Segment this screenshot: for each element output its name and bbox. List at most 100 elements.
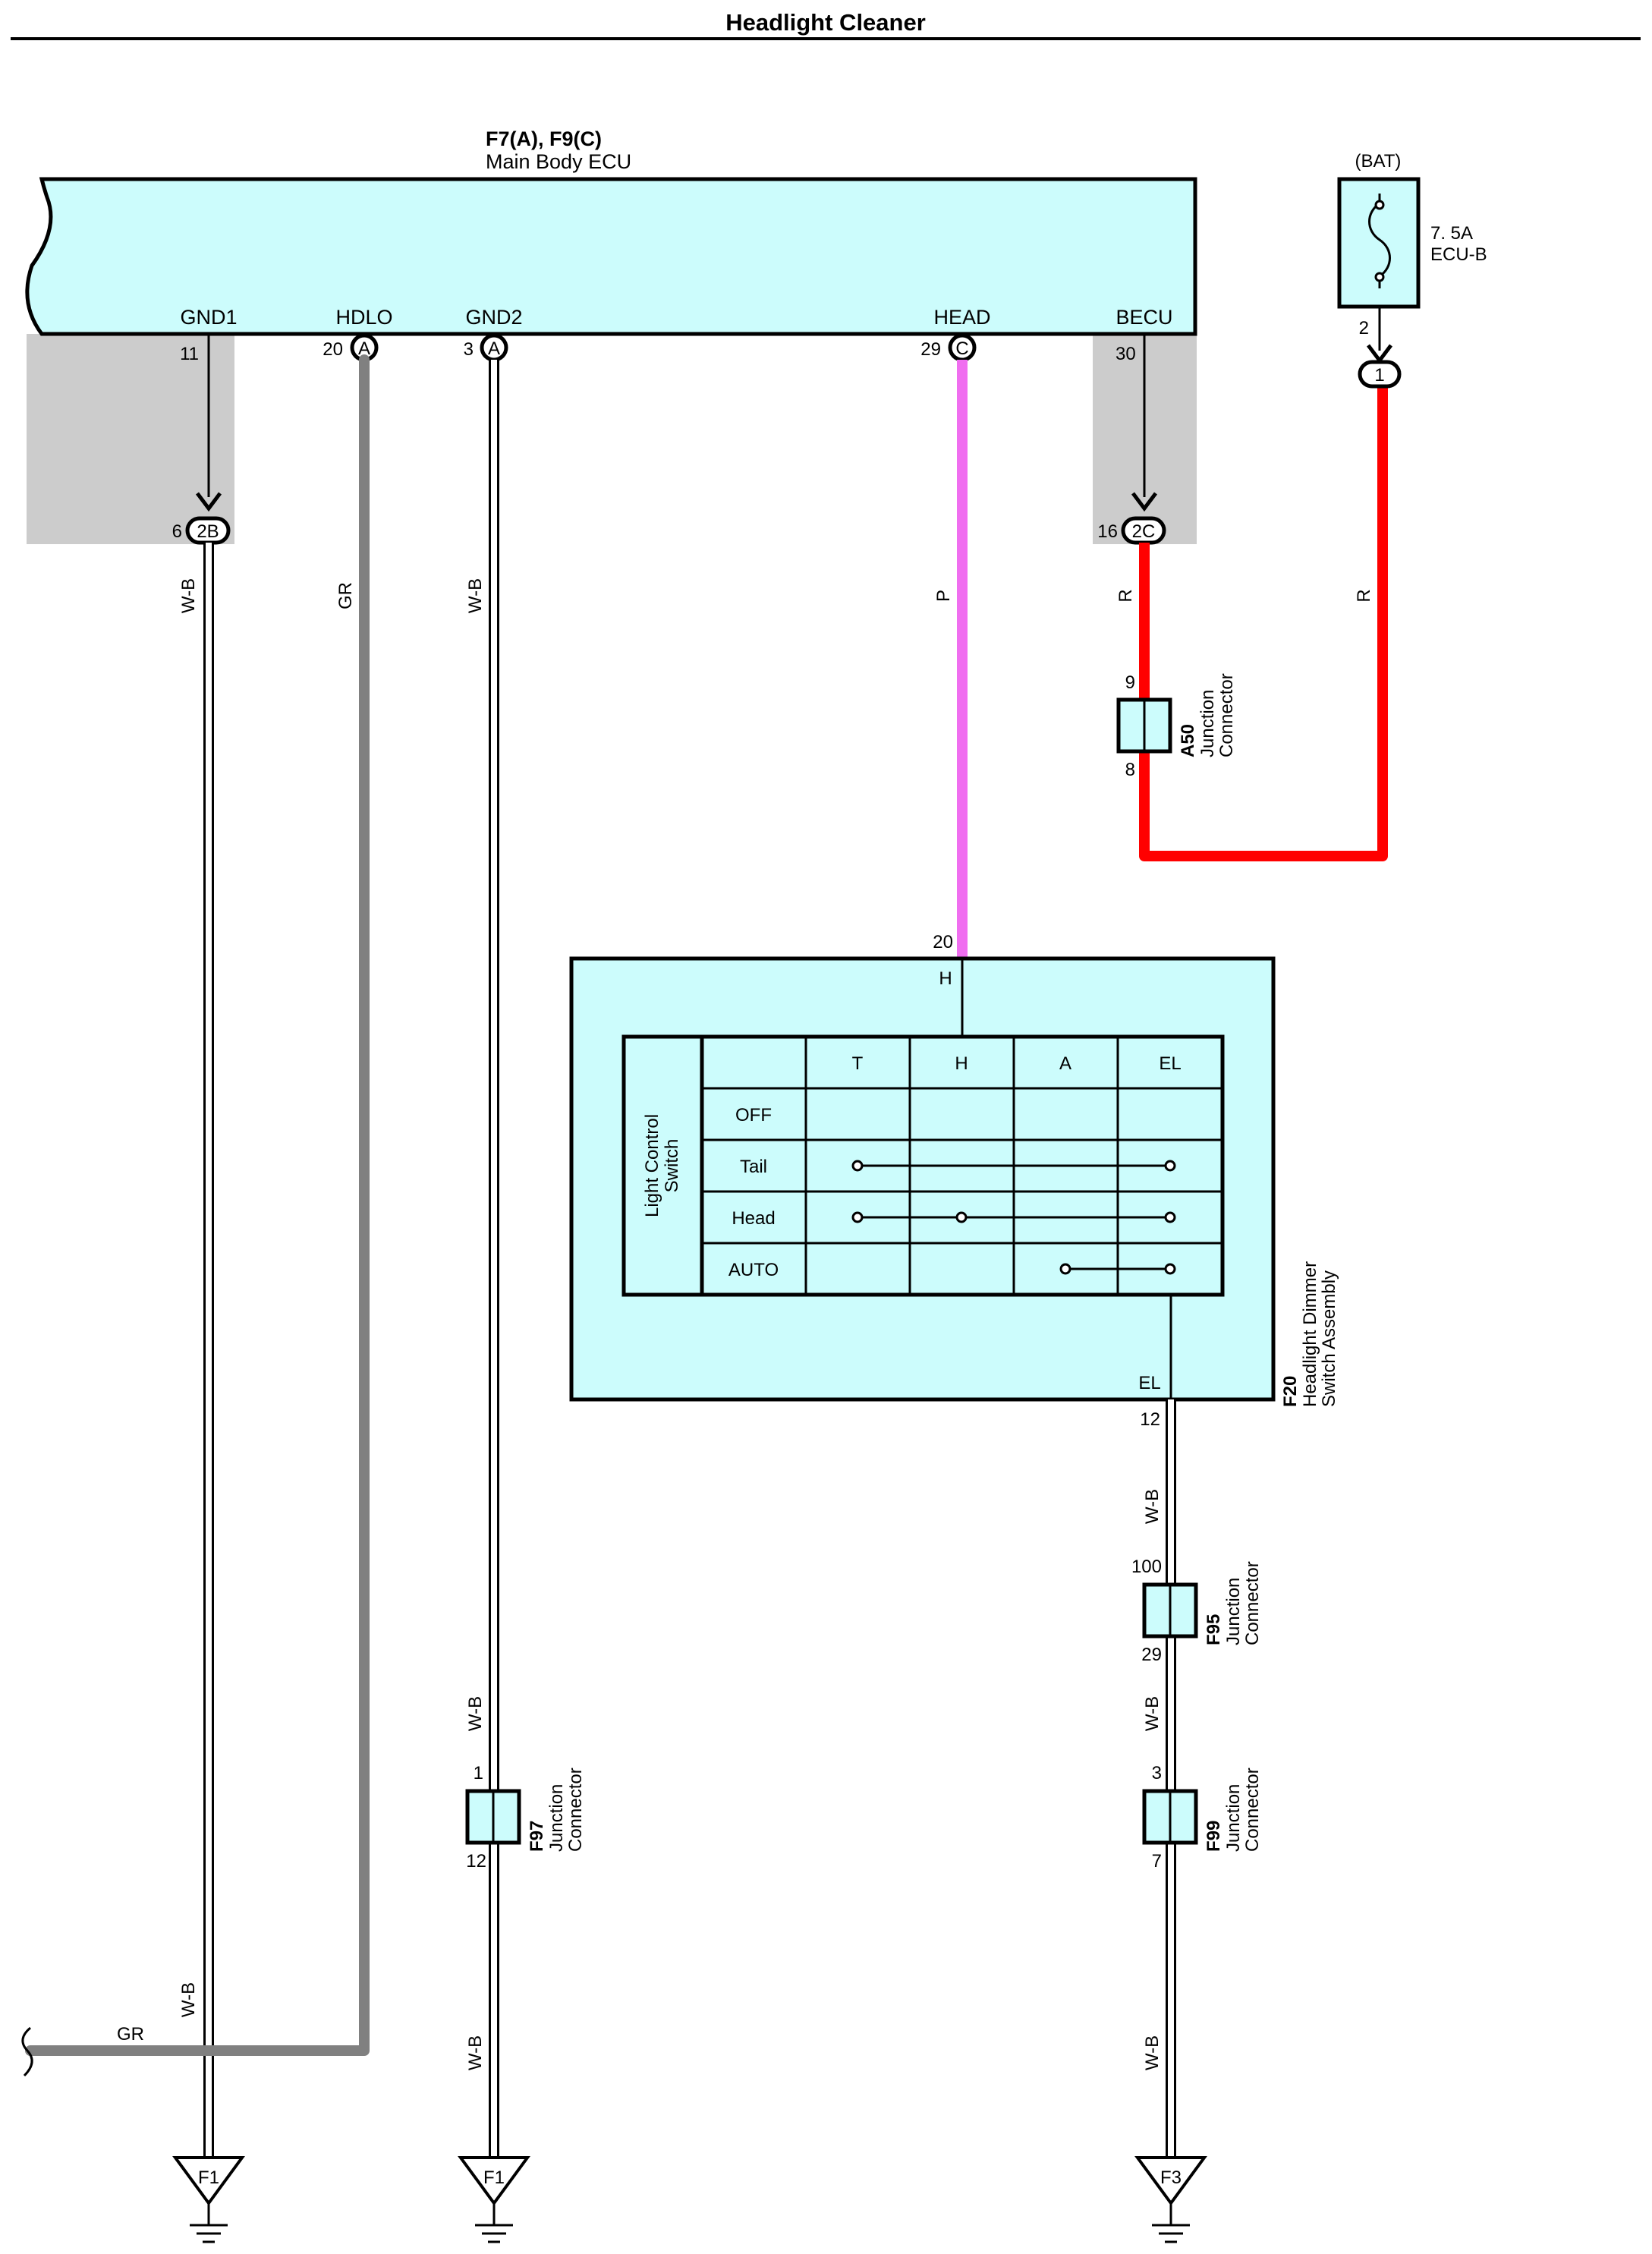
- wire-label-becu: R: [1115, 589, 1136, 602]
- connector-f95-type2: Connector: [1242, 1561, 1263, 1645]
- pin-becu: 30: [1115, 344, 1136, 364]
- wire-label-el-lower: W-B: [1142, 2035, 1163, 2070]
- junction-2b-label: 2B: [197, 521, 219, 542]
- switch-name-line1: Headlight Dimmer: [1300, 1261, 1320, 1407]
- junction-2c-pin: 16: [1097, 521, 1118, 542]
- connector-a50-type2: Connector: [1216, 673, 1237, 757]
- terminal-hdlo: HDLO: [335, 306, 392, 329]
- connector-f97-type2: Connector: [565, 1768, 586, 1852]
- connector-a50-pin-bottom: 8: [1125, 760, 1135, 780]
- gnd1-arrow-head: [196, 492, 222, 512]
- switch-inner-label1: Light Control: [642, 1114, 662, 1217]
- ground-f1-left-label: F1: [198, 2167, 219, 2188]
- continuity-tail-el: [1164, 1160, 1176, 1172]
- continuity-auto-el: [1164, 1263, 1176, 1275]
- fuse-source: (BAT): [1355, 151, 1402, 172]
- hdlo-connector-a-label: A: [358, 338, 370, 359]
- pin-gnd1: 11: [180, 344, 199, 364]
- table-grid: [702, 1037, 1222, 1295]
- wire-label-gnd2: W-B: [465, 578, 486, 613]
- table-col-h: H: [955, 1053, 968, 1074]
- fuse-junction[interactable]: [1358, 360, 1402, 389]
- connector-f95-type: Junction: [1223, 1578, 1244, 1645]
- ground-shade-left: [27, 334, 234, 544]
- switch-name-line2: Switch Assembly: [1319, 1270, 1339, 1407]
- pin-head: 29: [920, 339, 941, 360]
- switch-term-el: EL: [1138, 1373, 1160, 1393]
- fuse-end-top: [1374, 200, 1385, 210]
- wire-label-head: P: [933, 590, 954, 602]
- connector-f95-id: F95: [1204, 1614, 1224, 1645]
- connector-f97-pin-top: 1: [474, 1763, 483, 1783]
- continuity-tail-t: [851, 1160, 864, 1172]
- ground-triangle-icon: [172, 2156, 245, 2206]
- table-row-tail: Tail: [740, 1157, 767, 1177]
- connector-f99-type2: Connector: [1242, 1768, 1263, 1852]
- table-row-head: Head: [732, 1208, 775, 1229]
- connector-f97-id: F97: [527, 1821, 547, 1852]
- wire-label-bat: R: [1354, 589, 1374, 602]
- continuity-head-el: [1164, 1211, 1176, 1223]
- switch-pin-h: 20: [933, 932, 953, 952]
- wire-label-gnd1: W-B: [178, 578, 199, 613]
- connector-f95-pin-bottom: 29: [1141, 1645, 1162, 1665]
- table-row-off: OFF: [735, 1105, 772, 1125]
- wire-label-gnd2-lower: W-B: [465, 2035, 486, 2070]
- fuse-pin: 2: [1359, 318, 1369, 338]
- terminal-gnd1: GND1: [180, 306, 237, 329]
- ecu-name: Main Body ECU: [486, 150, 631, 173]
- head-connector-c-label: C: [955, 338, 968, 359]
- ground-triangle-icon: [1134, 2156, 1207, 2206]
- fuse-symbol: [1368, 194, 1391, 288]
- ground-f3[interactable]: F3: [1134, 2156, 1207, 2243]
- wire-label-el-upper: W-B: [1142, 1489, 1163, 1524]
- main-body-ecu-box: [25, 177, 1197, 336]
- table-col-a: A: [1059, 1053, 1071, 1074]
- fuse-name: ECU-B: [1430, 244, 1487, 265]
- fuse-rating: 7. 5A: [1430, 223, 1473, 244]
- pin-gnd2: 3: [464, 339, 474, 360]
- wire-label-gnd2-mid: W-B: [465, 1696, 486, 1731]
- ground-f1-middle-label: F1: [483, 2167, 505, 2188]
- wire-label-hdlo-branch: GR: [117, 2024, 144, 2045]
- fuse-junction-label: 1: [1374, 365, 1384, 386]
- wire-label-gnd1-lower: W-B: [178, 1982, 199, 2017]
- terminal-head: HEAD: [933, 306, 990, 329]
- wire-label-el-mid: W-B: [1142, 1696, 1163, 1731]
- connector-f99-pin-bottom: 7: [1152, 1851, 1162, 1872]
- fuse-end-bottom: [1374, 272, 1385, 282]
- becu-arrow-head: [1131, 492, 1157, 512]
- continuity-auto-a: [1059, 1263, 1071, 1275]
- connector-f99-id: F99: [1204, 1821, 1224, 1852]
- pin-hdlo: 20: [323, 339, 343, 360]
- connector-a50-type: Junction: [1197, 690, 1218, 757]
- junction-2b-pin: 6: [172, 521, 182, 542]
- connector-f97-type: Junction: [546, 1784, 567, 1852]
- connector-f97-pin-bottom: 12: [466, 1851, 486, 1872]
- ground-triangle-icon: [458, 2156, 530, 2206]
- connector-a50-pin-top: 9: [1125, 672, 1135, 693]
- hdlo-wire-break: [21, 2026, 33, 2077]
- table-row-auto: AUTO: [728, 1260, 779, 1280]
- terminal-gnd2: GND2: [465, 306, 522, 329]
- switch-pin-el: 12: [1140, 1409, 1160, 1430]
- switch-id: F20: [1280, 1376, 1301, 1407]
- continuity-head-t: [851, 1211, 864, 1223]
- connector-f99-type: Junction: [1223, 1784, 1244, 1852]
- ecu-ref: F7(A), F9(C): [486, 127, 602, 150]
- terminal-becu: BECU: [1115, 306, 1172, 329]
- continuity-head-h: [955, 1211, 968, 1223]
- connector-f99-pin-top: 3: [1152, 1763, 1162, 1783]
- table-col-el: EL: [1159, 1053, 1181, 1074]
- ground-f1-middle[interactable]: F1: [458, 2156, 530, 2243]
- ground-f1-left[interactable]: F1: [172, 2156, 245, 2243]
- switch-inner-label2: Switch: [662, 1139, 682, 1193]
- switch-term-h: H: [939, 968, 952, 989]
- hdlo-wire[interactable]: [25, 354, 370, 2056]
- gnd2-connector-a-label: A: [488, 338, 500, 359]
- ground-f3-label: F3: [1160, 2167, 1182, 2188]
- wire-label-hdlo: GR: [335, 582, 356, 609]
- junction-2c-label: 2C: [1132, 521, 1156, 542]
- connector-f95-pin-top: 100: [1131, 1557, 1162, 1577]
